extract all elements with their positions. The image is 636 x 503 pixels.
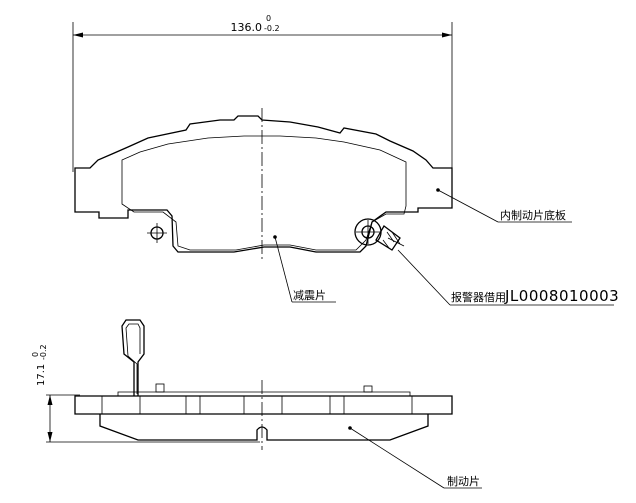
width-upper-tolerance: 0 xyxy=(266,14,271,23)
wear-sensor-code: JL0008010003 xyxy=(504,287,619,305)
side-wear-sensor xyxy=(121,319,145,396)
mounting-hole-left xyxy=(147,223,167,243)
width-value: 136.0 xyxy=(231,21,263,34)
thickness-dimension: 17.1 0 -0.2 xyxy=(31,344,260,443)
shim-outline xyxy=(121,135,407,251)
thickness-lower-tolerance: -0.2 xyxy=(39,344,48,360)
wear-sensor-label-prefix: 报警器借用 xyxy=(451,290,506,304)
friction-pad-label: 制动片 xyxy=(447,475,480,488)
width-dimension: 136.0 0 -0.2 xyxy=(72,14,453,172)
label-friction-pad: 制动片 xyxy=(348,426,482,489)
side-backing-plate xyxy=(74,395,453,415)
thickness-upper-tolerance: 0 xyxy=(31,352,40,357)
shim-label: 减震片 xyxy=(293,289,326,302)
side-friction-material xyxy=(99,414,429,441)
label-backing-plate: 内制动片底板 xyxy=(436,188,572,223)
backing-plate-outline xyxy=(74,115,453,253)
label-wear-sensor: 报警器借用 JL0008010003 xyxy=(397,249,619,306)
width-lower-tolerance: -0.2 xyxy=(264,24,280,33)
thickness-value: 17.1 xyxy=(36,364,47,386)
backing-plate-label: 内制动片底板 xyxy=(500,208,566,222)
wear-sensor-clip xyxy=(354,218,405,251)
label-shim: 减震片 xyxy=(273,235,336,303)
